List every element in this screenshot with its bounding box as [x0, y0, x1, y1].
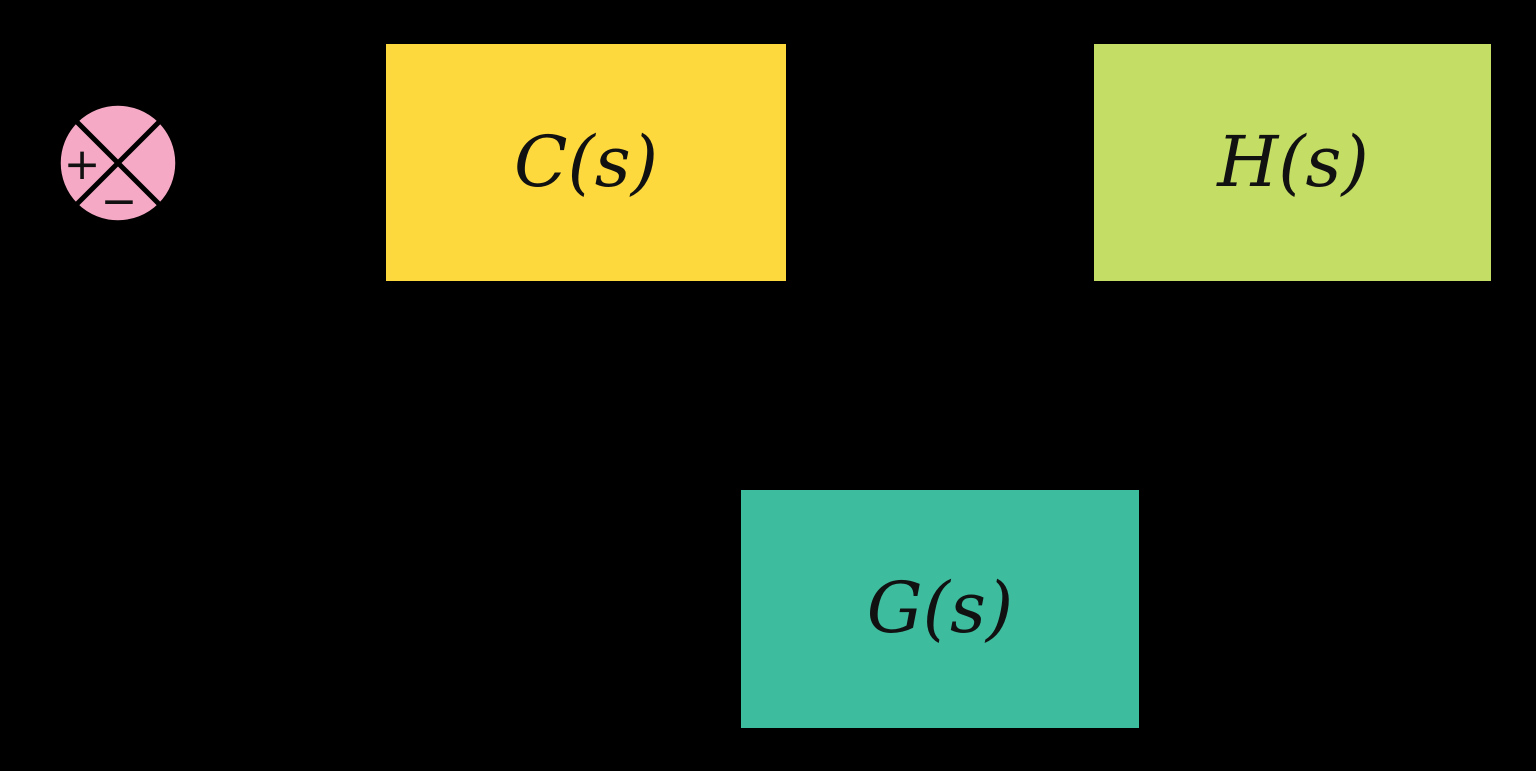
- block-c: C(s): [384, 42, 788, 283]
- block-h-rect: [1092, 42, 1493, 283]
- summing-junction: + −: [57, 102, 179, 227]
- block-c-label: C(s): [514, 121, 658, 203]
- block-c-rect: [384, 42, 788, 283]
- plus-sign: +: [64, 139, 101, 190]
- block-h: H(s): [1092, 42, 1493, 283]
- block-g-label: G(s): [867, 567, 1013, 649]
- block-g-rect: [739, 488, 1141, 730]
- minus-sign: −: [101, 176, 138, 227]
- summing-junction-cross-line-2: [69, 114, 167, 212]
- block-h-label: H(s): [1215, 121, 1369, 203]
- block-g: G(s): [739, 488, 1141, 730]
